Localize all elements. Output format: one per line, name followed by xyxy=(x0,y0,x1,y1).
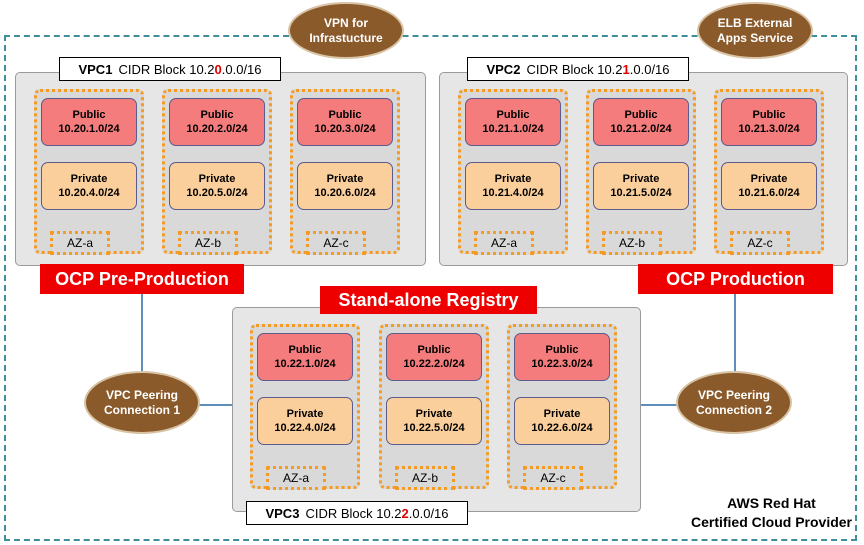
standalone-registry-banner: Stand-alone Registry xyxy=(320,286,537,314)
az-label: AZ-b xyxy=(395,466,455,490)
peering-line-2-h xyxy=(641,404,680,406)
ocp-production-banner: OCP Production xyxy=(638,264,833,294)
az-label: AZ-b xyxy=(178,231,238,255)
ocp-preproduction-banner: OCP Pre-Production xyxy=(40,264,244,294)
az-label: AZ-a xyxy=(266,466,326,490)
az-label: AZ-b xyxy=(602,231,662,255)
az-label: AZ-c xyxy=(730,231,790,255)
az-label: AZ-c xyxy=(306,231,366,255)
az-label: AZ-a xyxy=(50,231,110,255)
peering-line-1 xyxy=(141,293,143,375)
peering-line-1-h xyxy=(196,404,232,406)
az-label: AZ-a xyxy=(474,231,534,255)
az-label: AZ-c xyxy=(523,466,583,490)
provider-caption: AWS Red Hat Certified Cloud Provider xyxy=(690,495,852,530)
peering-line-2 xyxy=(734,293,736,375)
aws-cloud-boundary xyxy=(4,35,857,541)
